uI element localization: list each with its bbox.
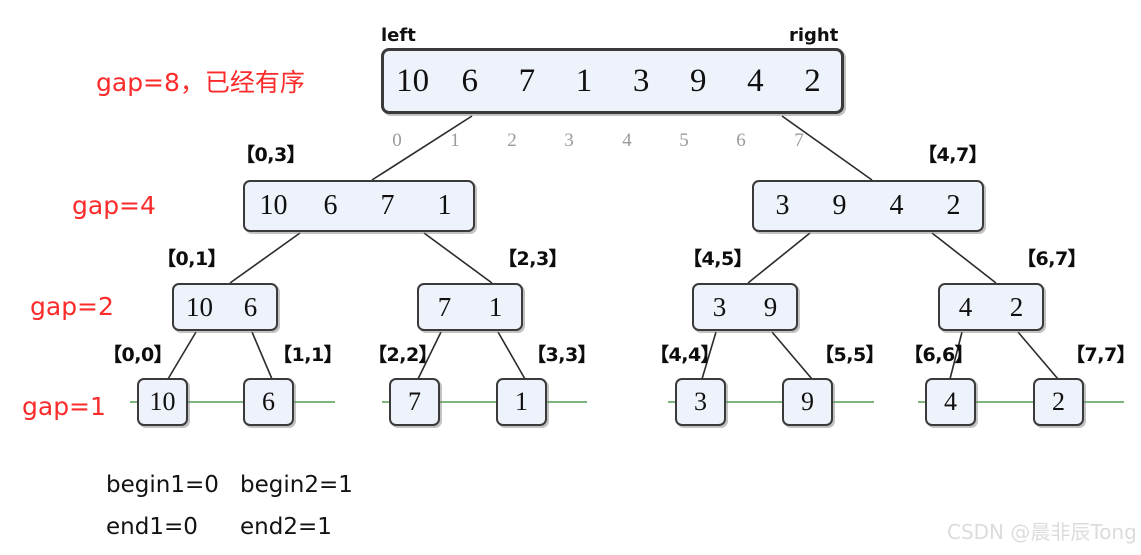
index-label-4: 4 [622, 130, 632, 151]
array-cell: 3 [694, 387, 707, 416]
leaf-box-4[interactable]: 3 [675, 378, 726, 426]
array-cell: 7 [518, 62, 536, 99]
array-box-6-7[interactable]: 4 2 [938, 283, 1044, 331]
leaf-strike-line [382, 401, 587, 403]
array-cell: 7 [408, 387, 421, 416]
leaf-strike-line [918, 401, 1124, 403]
range-label-5-5: 【5,5】 [815, 344, 885, 366]
leaf-box-1[interactable]: 6 [243, 378, 294, 426]
index-label-6: 6 [736, 130, 746, 151]
index-label-0: 0 [392, 130, 402, 151]
array-cell: 3 [632, 62, 650, 99]
range-label-6-6: 【6,6】 [904, 344, 974, 366]
array-cell: 7 [380, 190, 395, 221]
left-endpoint-label: left [381, 25, 416, 46]
range-label-2-3: 【2,3】 [498, 248, 568, 270]
array-cell: 2 [1009, 291, 1024, 322]
range-label-0-3: 【0,3】 [236, 144, 306, 166]
range-label-0-1: 【0,1】 [157, 248, 227, 270]
leaf-strike-line [668, 401, 874, 403]
range-label-4-7: 【4,7】 [918, 144, 988, 166]
array-cell: 9 [832, 190, 847, 221]
range-label-6-7: 【6,7】 [1017, 248, 1087, 270]
range-label-2-2: 【2,2】 [368, 344, 438, 366]
footer-end2: end2=1 [240, 514, 332, 540]
leaf-box-5[interactable]: 9 [782, 378, 833, 426]
index-label-5: 5 [679, 130, 689, 151]
index-label-3: 3 [564, 130, 574, 151]
array-cell: 1 [575, 62, 593, 99]
leaf-box-6[interactable]: 4 [925, 378, 976, 426]
array-cell: 10 [186, 291, 213, 322]
array-cell: 6 [243, 291, 258, 322]
array-cell: 4 [958, 291, 973, 322]
array-cell: 1 [437, 190, 452, 221]
index-label-2: 2 [507, 130, 517, 151]
leaf-box-2[interactable]: 7 [389, 378, 440, 426]
right-endpoint-label: right [789, 25, 839, 46]
footer-begin2: begin2=1 [240, 472, 353, 498]
range-label-4-5: 【4,5】 [683, 248, 753, 270]
footer-end1: end1=0 [106, 514, 198, 540]
range-label-4-4: 【4,4】 [650, 344, 720, 366]
gap-label-1: gap=1 [22, 392, 106, 421]
range-label-7-7: 【7,7】 [1066, 344, 1136, 366]
range-label-3-3: 【3,3】 [527, 344, 597, 366]
array-box-root[interactable]: 10 6 7 1 3 9 4 2 [381, 48, 844, 114]
array-cell: 6 [323, 190, 338, 221]
array-cell: 10 [259, 190, 288, 221]
range-label-0-0: 【0,0】 [103, 344, 173, 366]
array-box-0-1[interactable]: 10 6 [172, 283, 278, 331]
gap-label-8: gap=8，已经有序 [96, 68, 305, 97]
array-cell: 3 [775, 190, 790, 221]
array-box-4-7[interactable]: 3 9 4 2 [752, 180, 984, 232]
array-cell: 4 [889, 190, 904, 221]
array-cell: 6 [461, 62, 478, 99]
array-cell: 7 [437, 291, 452, 322]
array-box-2-3[interactable]: 7 1 [417, 283, 523, 331]
array-cell: 9 [801, 387, 814, 416]
array-box-4-5[interactable]: 3 9 [692, 283, 798, 331]
array-cell: 9 [689, 62, 707, 99]
range-label-1-1: 【1,1】 [273, 344, 343, 366]
array-cell: 1 [488, 291, 503, 322]
array-cell: 3 [712, 291, 727, 322]
array-cell: 4 [944, 387, 957, 416]
array-cell: 4 [747, 62, 764, 99]
array-cell: 2 [804, 62, 821, 99]
array-cell: 10 [396, 62, 430, 99]
array-box-0-3[interactable]: 10 6 7 1 [243, 180, 475, 232]
index-label-1: 1 [450, 130, 460, 151]
array-cell: 1 [515, 387, 528, 416]
leaf-strike-line [130, 401, 335, 403]
gap-label-4: gap=4 [72, 191, 156, 220]
array-cell: 9 [763, 291, 778, 322]
footer-begin1: begin1=0 [106, 472, 219, 498]
array-cell: 2 [946, 190, 961, 221]
leaf-box-3[interactable]: 1 [496, 378, 547, 426]
array-cell: 2 [1052, 387, 1065, 416]
leaf-box-7[interactable]: 2 [1033, 378, 1084, 426]
gap-label-2: gap=2 [30, 292, 114, 321]
watermark: CSDN @晨非辰Tong [947, 520, 1137, 544]
array-cell: 6 [262, 387, 275, 416]
index-label-7: 7 [794, 130, 804, 151]
leaf-box-0[interactable]: 10 [137, 378, 188, 426]
array-cell: 10 [149, 387, 176, 416]
